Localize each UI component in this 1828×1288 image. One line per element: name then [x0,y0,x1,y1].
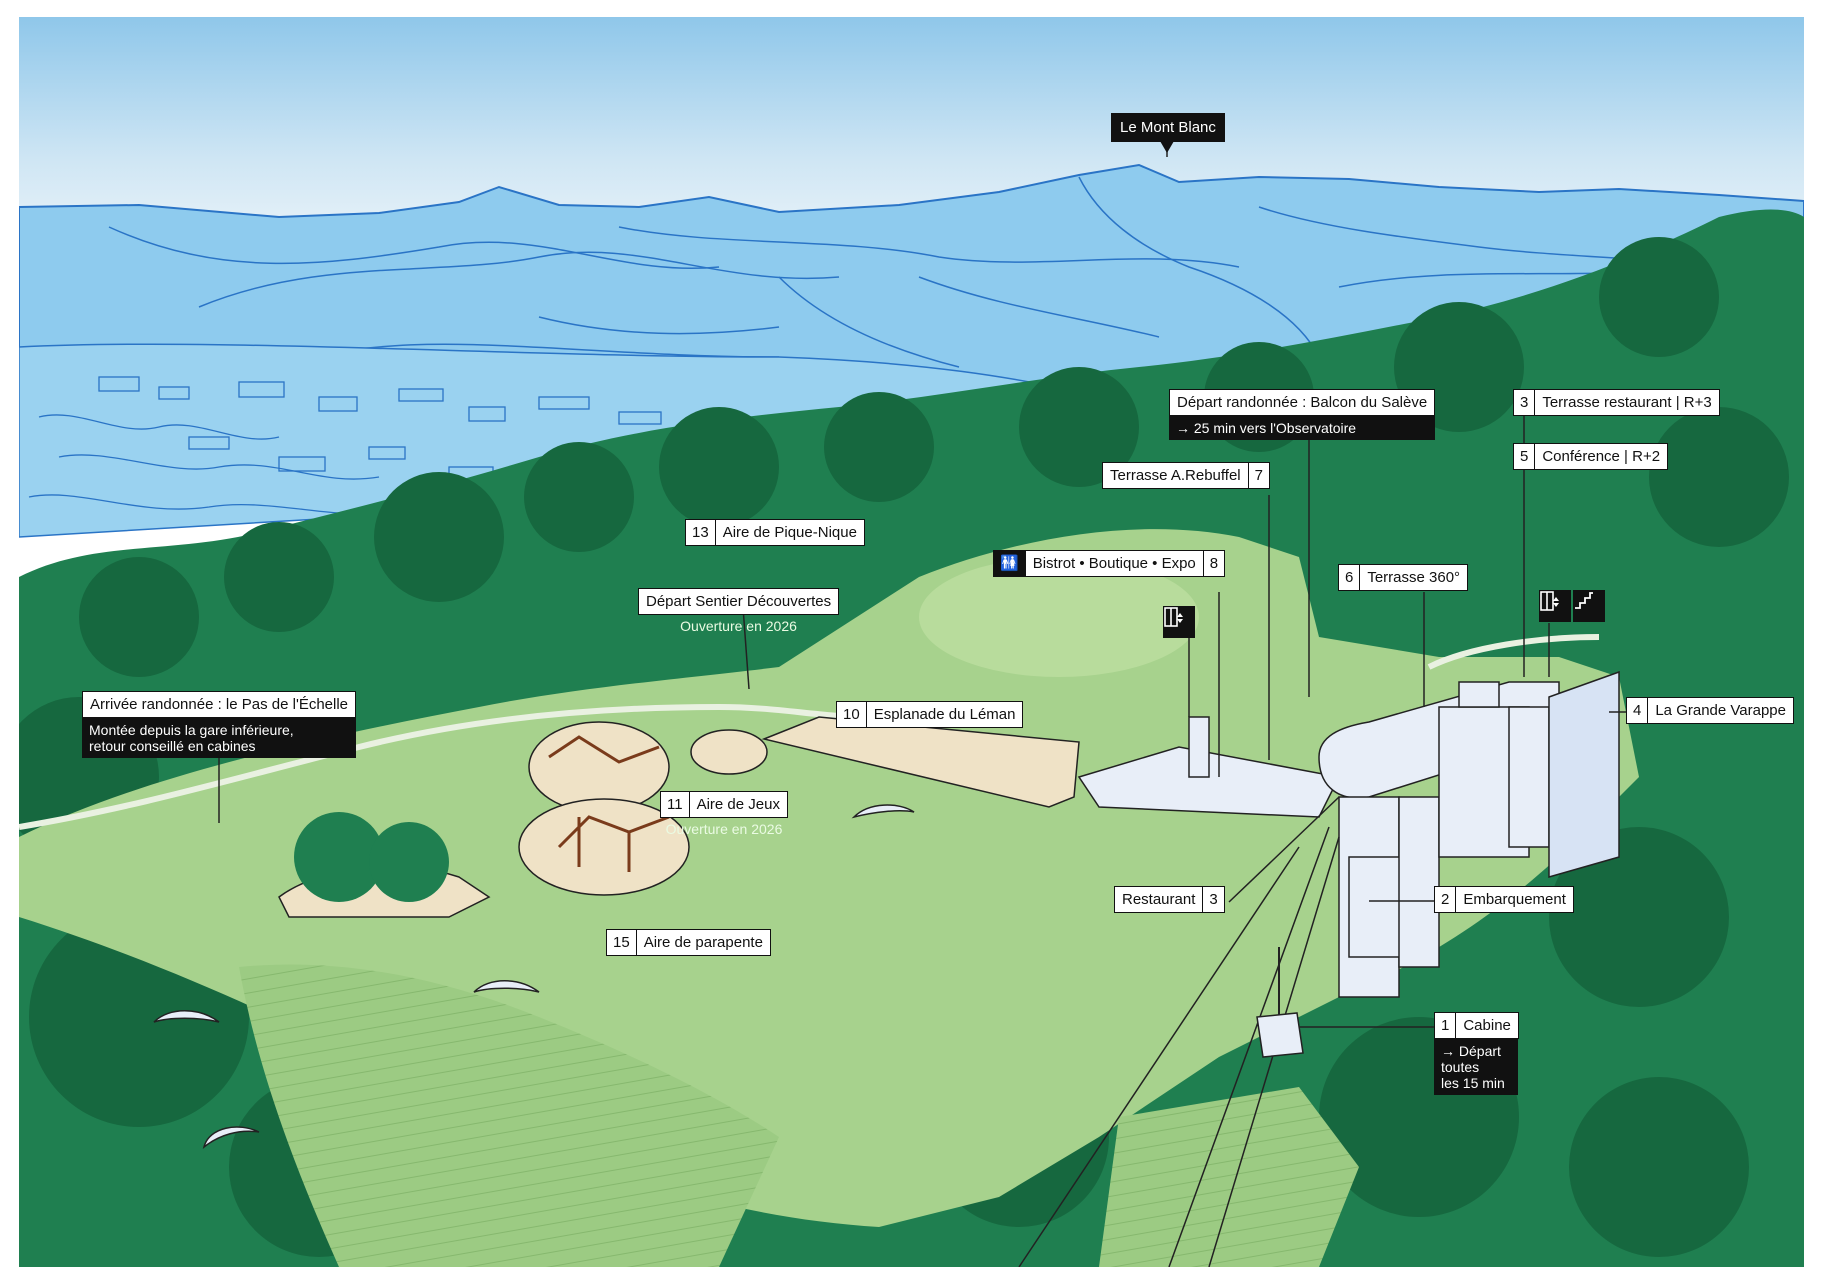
label-jeux[interactable]: 11 Aire de Jeux Ouverture en 2026 [660,791,788,836]
label-pique-nique-num: 13 [686,520,716,545]
label-terrasse-restaurant-num: 3 [1514,390,1536,415]
label-pas-echelle-title: Arrivée randonnée : le Pas de l'Échelle [90,696,349,713]
elevator-icon-2 [1539,590,1571,622]
elevator-icon [1163,606,1195,638]
label-parapente-text: Aire de parapente [643,934,763,951]
label-conference-text: Conférence | R+2 [1542,448,1661,465]
play-structures [548,735,670,872]
salève-map: Le Mont Blanc Arrivée randonnée : le Pas… [19,17,1804,1267]
peak-pointer-icon [1160,141,1174,153]
label-pas-echelle-sub: Montée depuis la gare inférieure, retour… [82,718,357,759]
playground-sand-3 [690,729,768,775]
label-balcon-sub: → 25 min vers l'Observatoire [1169,416,1436,441]
label-parapente-num: 15 [607,930,637,955]
label-embarquement-num: 2 [1435,887,1457,912]
peak-label: Le Mont Blanc [1111,113,1225,142]
label-rebuffel-num: 7 [1247,463,1269,488]
label-cabine-text: Cabine [1463,1017,1511,1034]
terrace-walkway [1077,746,1341,818]
label-conference-num: 5 [1514,444,1536,469]
label-sentier-text: Départ Sentier Découvertes [646,593,832,610]
label-rebuffel-text: Terrasse A.Rebuffel [1110,467,1241,484]
fields [239,964,779,1267]
esplanade-platform [761,716,1080,808]
label-esplanade-text: Esplanade du Léman [873,706,1016,723]
label-embarquement[interactable]: 2 Embarquement [1434,886,1574,913]
label-jeux-text: Aire de Jeux [696,796,780,813]
label-varappe[interactable]: 4 La Grande Varappe [1626,697,1794,724]
paragliders [153,804,915,1149]
label-cabine[interactable]: 1 Cabine → Départ toutes les 15 min [1434,1012,1519,1096]
label-esplanade[interactable]: 10 Esplanade du Léman [836,701,1024,728]
label-esplanade-num: 10 [837,702,867,727]
label-embarquement-text: Embarquement [1463,891,1566,908]
label-restaurant[interactable]: Restaurant 3 [1114,886,1225,913]
label-pique-nique[interactable]: 13 Aire de Pique-Nique [685,519,865,546]
label-terrasse360-num: 6 [1339,565,1361,590]
label-parapente[interactable]: 15 Aire de parapente [606,929,771,956]
label-bistrot-num: 8 [1202,551,1224,576]
label-varappe-text: La Grande Varappe [1655,702,1786,719]
label-balcon-title: Départ randonnée : Balcon du Salève [1177,394,1428,411]
picnic-tree [294,812,384,902]
upper-meadow [919,557,1199,677]
label-terrasse360-text: Terrasse 360° [1367,569,1461,586]
map-illustration [19,17,1804,1267]
label-terrasse-restaurant-text: Terrasse restaurant | R+3 [1542,394,1712,411]
playground-sand-2 [518,798,690,896]
label-sentier-note: Ouverture en 2026 [680,618,797,634]
hiking-path [19,703,870,830]
label-terrasse-restaurant[interactable]: 3 Terrasse restaurant | R+3 [1513,389,1720,416]
label-jeux-num: 11 [661,792,690,817]
picnic-tree-2 [369,822,449,902]
label-pas-echelle[interactable]: Arrivée randonnée : le Pas de l'Échelle … [82,691,357,759]
city-outlines [28,376,662,515]
label-terrasse360[interactable]: 6 Terrasse 360° [1338,564,1469,591]
toilets-icon: 🚻 [994,551,1026,576]
label-conference[interactable]: 5 Conférence | R+2 [1513,443,1669,470]
cable-car-station [1188,670,1620,998]
label-bistrot[interactable]: 🚻 Bistrot • Boutique • Expo 8 [993,550,1226,577]
label-cabine-num: 1 [1435,1013,1457,1038]
label-restaurant-text: Restaurant [1122,891,1196,908]
label-cabine-sub: → Départ toutes les 15 min [1434,1039,1518,1096]
stairs-icon [1573,590,1605,622]
label-bistrot-text: Bistrot • Boutique • Expo [1032,555,1196,572]
label-pique-nique-text: Aire de Pique-Nique [722,524,857,541]
hiking-path-right [1427,634,1600,670]
cabin [1256,947,1304,1058]
label-balcon[interactable]: Départ randonnée : Balcon du Salève → 25… [1169,389,1436,441]
label-jeux-note: Ouverture en 2026 [665,821,783,837]
label-sentier[interactable]: Départ Sentier Découvertes Ouverture en … [638,588,840,634]
label-rebuffel[interactable]: Terrasse A.Rebuffel 7 [1102,462,1270,489]
fields-right [1099,1087,1359,1267]
label-restaurant-num: 3 [1202,887,1223,912]
label-varappe-num: 4 [1627,698,1649,723]
